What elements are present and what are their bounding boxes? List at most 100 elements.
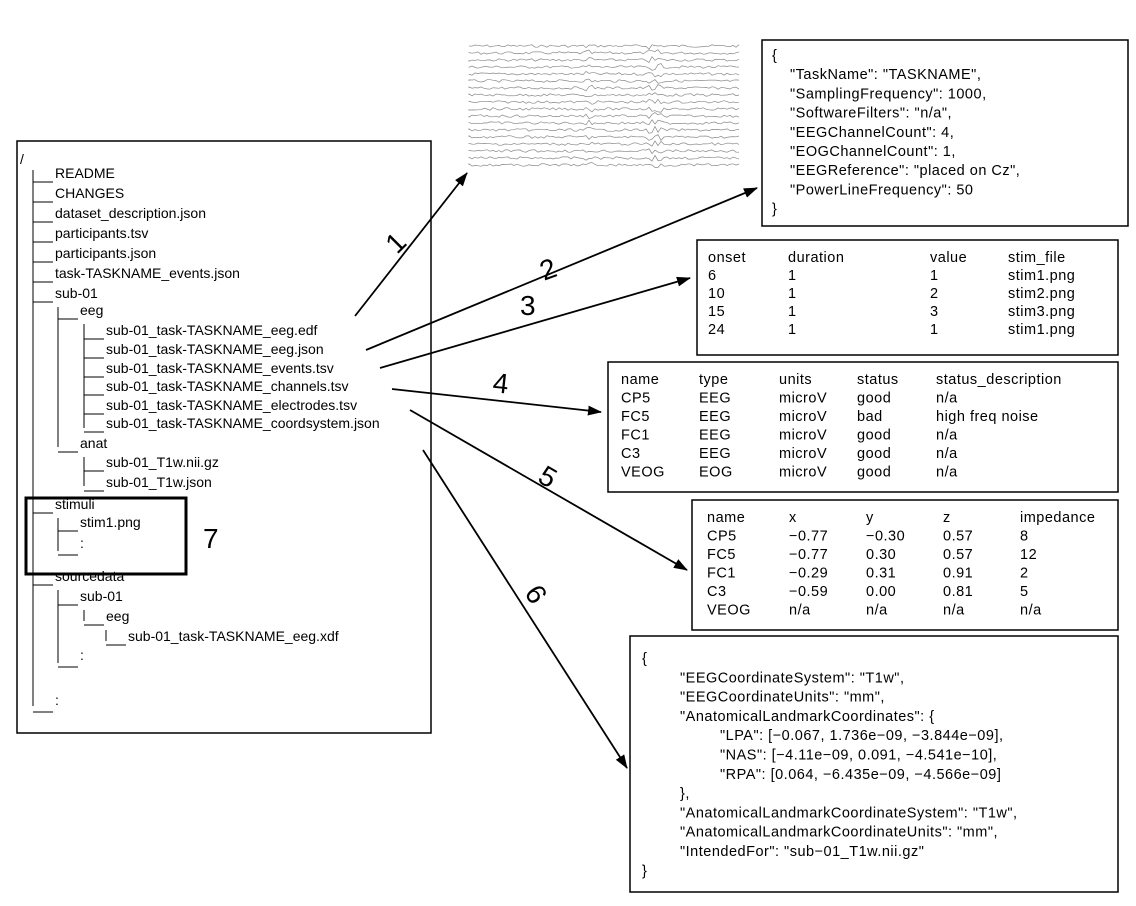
arrow-6 xyxy=(422,449,628,769)
table-cell: good xyxy=(857,465,891,481)
table-cell: −0.77 xyxy=(789,547,828,563)
tree-file: dataset_description.json xyxy=(55,205,206,221)
table-header-cell: duration xyxy=(788,250,844,266)
table-header-cell: y xyxy=(866,510,874,526)
arrows xyxy=(354,172,758,769)
table-cell: stim1.png xyxy=(1008,322,1075,338)
table-cell: EOG xyxy=(699,465,733,481)
eeg-trace xyxy=(468,56,740,64)
label-6: 6 xyxy=(519,579,553,609)
directory-tree-box xyxy=(16,140,432,734)
json-line: "LPA": [−0.067, 1.736e−09, −3.844e−09], xyxy=(720,728,1004,744)
table-cell: EEG xyxy=(699,391,731,407)
electrodes-tsv-box xyxy=(691,499,1119,631)
json-line: { xyxy=(772,48,777,64)
table-cell: 0.57 xyxy=(943,547,973,563)
eeg-trace xyxy=(468,112,740,120)
tree-folder: sub-01 xyxy=(80,588,123,604)
table-cell: microV xyxy=(779,428,827,444)
arrow-1 xyxy=(354,172,468,317)
json-line: "EEGCoordinateUnits": "mm", xyxy=(680,690,885,706)
tree-file: sub-01_T1w.nii.gz xyxy=(106,454,219,470)
table-cell: 1 xyxy=(788,304,797,320)
json-line: "NAS": [−4.11e−09, 0.091, −4.541e−10], xyxy=(720,748,997,764)
eeg-trace xyxy=(468,119,740,126)
eeg-trace xyxy=(468,125,740,134)
tree-folder: stimuli xyxy=(55,496,95,512)
tree-file: sub-01_task-TASKNAME_channels.tsv xyxy=(106,378,349,394)
tree-folder: : xyxy=(55,692,59,708)
tree-folder: sub-01 xyxy=(55,285,98,301)
table-cell: C3 xyxy=(707,584,727,600)
events-tsv-box xyxy=(696,239,1119,356)
table-cell: 10 xyxy=(708,286,725,302)
tree-file: sub-01_task-TASKNAME_eeg.json xyxy=(106,341,324,357)
table-cell: microV xyxy=(779,446,827,462)
table-cell: high freq noise xyxy=(936,409,1039,425)
arrow-3 xyxy=(379,276,691,369)
coordsystem-json-content: {"EEGCoordinateSystem": "T1w","EEGCoordi… xyxy=(642,651,1017,879)
stimuli-highlight-box xyxy=(24,496,188,576)
eeg-trace xyxy=(468,44,740,50)
table-cell: 0.30 xyxy=(866,547,896,563)
tree-folder: anat xyxy=(80,435,107,451)
eeg-trace xyxy=(468,162,740,168)
channels-tsv-box xyxy=(607,361,1119,493)
table-cell: EEG xyxy=(699,428,731,444)
table-cell: FC5 xyxy=(707,547,736,563)
table-cell: n/a xyxy=(866,603,888,619)
tree-file: sub-01_T1w.json xyxy=(106,474,212,490)
table-cell: CP5 xyxy=(707,529,737,545)
table-cell: good xyxy=(857,428,891,444)
table-cell: VEOG xyxy=(621,465,665,481)
table-cell: stim3.png xyxy=(1008,304,1075,320)
tree-folder: : xyxy=(80,647,84,663)
tree-folder: eeg xyxy=(106,608,129,624)
table-header-cell: z xyxy=(943,510,951,526)
table-cell: stim1.png xyxy=(1008,268,1075,284)
label-7: 7 xyxy=(203,523,219,554)
tree-file: CHANGES xyxy=(55,185,124,201)
eeg-trace xyxy=(468,148,740,155)
table-header-cell: name xyxy=(707,510,745,526)
json-line: "AnatomicalLandmarkCoordinates": { xyxy=(680,709,935,725)
table-cell: 2 xyxy=(1020,566,1029,582)
label-2: 2 xyxy=(535,252,560,286)
table-header-cell: value xyxy=(930,250,967,266)
table-cell: 5 xyxy=(1020,584,1029,600)
table-cell: microV xyxy=(779,391,827,407)
table-cell: C3 xyxy=(621,446,641,462)
table-header-cell: status_description xyxy=(936,372,1062,388)
table-cell: EEG xyxy=(699,409,731,425)
label-5: 5 xyxy=(533,460,562,495)
tree-file: stim1.png xyxy=(80,514,141,530)
coordsystem-json-box xyxy=(629,635,1119,893)
eeg-signal-traces xyxy=(468,44,740,168)
table-cell: n/a xyxy=(936,465,958,481)
tree-file: task-TASKNAME_events.json xyxy=(55,265,240,281)
table-cell: n/a xyxy=(1020,603,1042,619)
table-cell: 1 xyxy=(788,268,797,284)
table-cell: n/a xyxy=(936,446,958,462)
eeg-trace xyxy=(468,63,740,71)
table-cell: CP5 xyxy=(621,391,651,407)
table-cell: bad xyxy=(857,409,883,425)
eeg-trace xyxy=(468,84,740,92)
tree-file: sub-01_task-TASKNAME_events.tsv xyxy=(106,360,334,376)
eeg-trace xyxy=(468,92,740,97)
table-cell: FC1 xyxy=(621,428,650,444)
eeg-trace xyxy=(468,106,740,113)
table-cell: stim2.png xyxy=(1008,286,1075,302)
tree-root: / xyxy=(20,151,24,167)
eeg-json-content: {"TaskName": "TASKNAME","SamplingFrequen… xyxy=(772,48,1020,218)
json-line: "RPA": [0.064, −6.435e−09, −4.566e−09] xyxy=(720,767,1001,783)
label-4: 4 xyxy=(491,367,510,399)
table-cell: 15 xyxy=(708,304,725,320)
tree-folder: eeg xyxy=(80,302,103,318)
table-header-cell: x xyxy=(789,510,797,526)
eeg-trace xyxy=(468,70,740,78)
json-line: "EEGCoordinateSystem": "T1w", xyxy=(680,670,904,686)
table-cell: n/a xyxy=(936,428,958,444)
